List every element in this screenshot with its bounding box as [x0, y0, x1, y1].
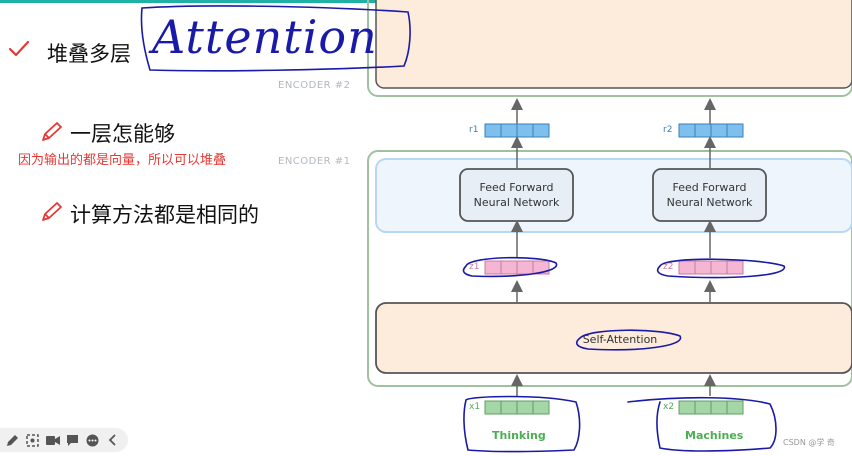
bullet-stack-layers: 堆叠多层 [47, 42, 131, 66]
bullet-one-layer: 一层怎能够 [70, 122, 175, 146]
screenshot-icon[interactable] [24, 432, 41, 449]
ffn-label-line1: Feed Forward [479, 181, 554, 194]
ink-box-thinking [463, 395, 581, 453]
check-icon [8, 40, 30, 57]
annotation-toolbar [0, 428, 128, 452]
ffn-layer-box [375, 158, 852, 233]
bullet-same-method: 计算方法都是相同的 [70, 203, 259, 227]
label-z1: z1 [469, 262, 480, 272]
label-x1: x1 [469, 402, 481, 412]
handwritten-attention: Attention [152, 10, 378, 64]
self-attention-label: Self-Attention [582, 333, 658, 346]
pencil-icon [42, 122, 62, 141]
more-icon[interactable] [84, 432, 101, 449]
ffn-label-2: Feed Forward Neural Network [653, 180, 766, 210]
ffn-label-line2: Neural Network [473, 196, 560, 209]
ink-oval-z2 [656, 258, 785, 279]
word-thinking: Thinking [492, 429, 546, 442]
encoder1-box [367, 150, 852, 387]
label-r2: r2 [663, 125, 673, 135]
ink-box-attention [140, 5, 411, 72]
label-z2: z2 [663, 262, 674, 272]
vector-x1 [484, 400, 550, 415]
collapse-icon[interactable] [104, 432, 121, 449]
comment-icon[interactable] [64, 432, 81, 449]
ffn-label-line1: Feed Forward [672, 181, 747, 194]
ink-oval-z1 [462, 256, 558, 278]
encoder2-label: ENCODER #2 [278, 80, 351, 91]
self-attention-box [375, 302, 852, 374]
bullet-note-vectors: 因为输出的都是向量，所以可以堆叠 [18, 153, 227, 168]
ink-box-machines [627, 396, 777, 452]
pencil-icon [42, 202, 62, 221]
encoder2-inner-box [375, 0, 852, 89]
pen-icon[interactable] [4, 432, 21, 449]
label-r1: r1 [469, 125, 479, 135]
label-x2: x2 [663, 402, 675, 412]
watermark: CSDN @学 奇 [783, 438, 835, 447]
video-icon[interactable] [44, 432, 61, 449]
ink-annotations [140, 5, 785, 453]
word-machines: Machines [685, 429, 744, 442]
ffn-label-line2: Neural Network [666, 196, 753, 209]
encoder2-box [367, 0, 852, 97]
vector-r2 [678, 123, 744, 138]
vector-r1 [484, 123, 550, 138]
ffn-label-1: Feed Forward Neural Network [460, 180, 573, 210]
vector-z2 [678, 260, 744, 275]
encoder1-label: ENCODER #1 [278, 156, 351, 167]
vector-x2 [678, 400, 744, 415]
ink-oval-self-attention [575, 329, 682, 351]
